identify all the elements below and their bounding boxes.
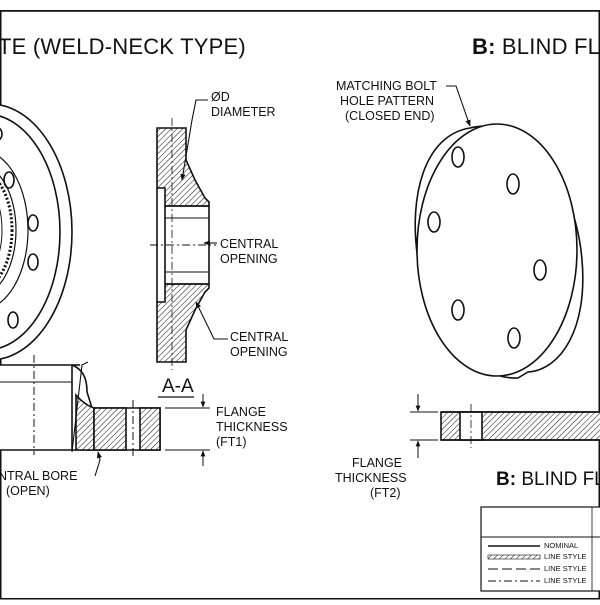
legend-row-label: NOMINAL xyxy=(544,541,578,550)
bolt-pattern-leader xyxy=(446,85,471,127)
bolt-hole-icon xyxy=(451,146,465,168)
legend-row-label: LINE STYLE xyxy=(544,576,587,585)
weld-neck-leader xyxy=(71,361,89,453)
ft2-dimension xyxy=(410,394,438,458)
central-bore-callout: NTRAL BORE (OPEN) xyxy=(0,469,81,498)
bolt-hole-icon xyxy=(3,171,15,189)
weld-neck-side-view xyxy=(0,355,161,458)
bolt-hole-icon xyxy=(507,327,521,349)
bolt-pattern-callout: MATCHING BOLT HOLE PATTERN (CLOSED END) xyxy=(336,79,440,123)
panel-a-title: TE (WELD-NECK TYPE) xyxy=(0,34,246,59)
bolt-hole-icon xyxy=(451,299,465,321)
blind-flange-front-view xyxy=(414,123,584,379)
ft1-dimension xyxy=(165,394,210,466)
bolt-hole-icon xyxy=(27,253,39,271)
legend-row-label: LINE STYLE xyxy=(544,552,587,561)
panel-b-title: B: BLIND FL xyxy=(472,34,600,59)
central-bore-leader xyxy=(94,451,103,477)
bolt-hole-icon xyxy=(506,173,520,195)
central-opening-callout-bottom: CENTRAL OPENING xyxy=(230,330,291,359)
section-label: A-A xyxy=(162,376,194,397)
panel-a: TE (WELD-NECK TYPE) xyxy=(0,34,291,498)
flange-thickness-ft2-callout: FLANGE THICKNESS (FT2) xyxy=(335,456,410,500)
panel-b-subtitle: B: BLIND FL xyxy=(496,469,600,490)
section-a-a-view xyxy=(150,118,216,370)
diameter-leader xyxy=(180,99,208,181)
line-style-legend: NOMINAL LINE STYLE LINE STYLE LINE STYLE xyxy=(480,506,600,592)
flange-thickness-ft1-callout: FLANGE THICKNESS (FT1) xyxy=(216,405,291,449)
central-opening-leader-bottom xyxy=(195,301,228,340)
diameter-callout: ØD DIAMETER xyxy=(211,90,276,119)
bolt-hole-icon xyxy=(533,259,547,281)
bolt-hole-icon xyxy=(427,211,441,233)
central-opening-callout-top: CENTRAL OPENING xyxy=(220,237,281,266)
bolt-hole-icon xyxy=(0,127,3,141)
legend-row-label: LINE STYLE xyxy=(544,564,587,573)
legend-swatch-hatched xyxy=(487,554,541,560)
bolt-hole-icon xyxy=(27,214,39,232)
weld-neck-front-view xyxy=(0,104,73,360)
panel-b: B: BLIND FL MATCHING BOLT HOLE PATTERN (… xyxy=(335,34,600,500)
blind-flange-side-view xyxy=(440,404,600,448)
bolt-hole-icon xyxy=(7,311,19,329)
